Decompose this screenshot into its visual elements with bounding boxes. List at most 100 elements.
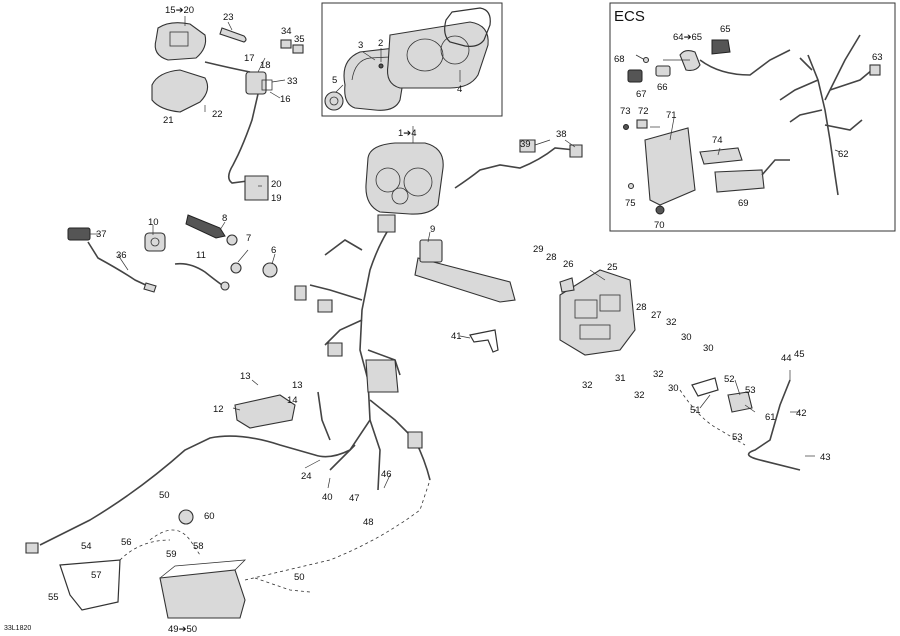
- ecs-nut-70: [655, 205, 665, 215]
- battery-terminal: [178, 509, 194, 525]
- callout-16: 16: [280, 94, 291, 105]
- callout-50b: 50: [294, 572, 305, 583]
- ecs-clip-72: [636, 119, 648, 129]
- switch-cover: [151, 69, 209, 113]
- cluster-inset-box: [321, 2, 503, 117]
- callout-24: 24: [301, 471, 312, 482]
- callout-11: 11: [196, 250, 206, 261]
- ecs-clip-67: [627, 69, 643, 83]
- callout-45: 45: [794, 349, 805, 360]
- callout-40: 40: [322, 492, 333, 503]
- callout-61: 61: [765, 412, 776, 423]
- callout-60: 60: [204, 511, 215, 522]
- callout-37: 37: [96, 229, 107, 240]
- cluster-lens-frame: [386, 21, 489, 89]
- callout-34: 34: [281, 26, 292, 37]
- callout-69: 69: [738, 198, 749, 209]
- thumb-heater-harness: [204, 61, 269, 201]
- callout-72: 72: [638, 106, 649, 117]
- callout-28a: 28: [546, 252, 557, 263]
- callout-32c: 32: [582, 380, 593, 391]
- grip-tube: [219, 27, 247, 43]
- speed-sensor: [262, 262, 278, 278]
- callout-30a: 30: [681, 332, 692, 343]
- ecs-bolt-75: [627, 182, 635, 190]
- callout-23: 23: [223, 12, 234, 23]
- callout-49-50: 49➔50: [168, 624, 197, 635]
- callout-42: 42: [796, 408, 807, 419]
- ignition-key: [144, 232, 166, 252]
- callout-13a: 13: [240, 371, 251, 382]
- battery: [159, 559, 247, 619]
- callout-66: 66: [657, 82, 668, 93]
- relay-rail: [414, 239, 516, 303]
- callout-75: 75: [625, 198, 636, 209]
- callout-31: 31: [615, 373, 626, 384]
- callout-12: 12: [213, 404, 224, 415]
- ecs-inset-box: [609, 2, 896, 232]
- rocker-switch: [67, 227, 91, 241]
- callout-41: 41: [451, 331, 462, 342]
- throttle-cable: [747, 379, 801, 471]
- callout-15-20: 15➔20: [165, 5, 194, 16]
- ecs-bolt-68: [635, 54, 650, 64]
- callout-32b: 32: [653, 369, 664, 380]
- callout-33: 33: [287, 76, 298, 87]
- instrument-cluster: [365, 142, 444, 215]
- ecs-connector-64: [679, 49, 701, 71]
- battery-bracket: [59, 559, 121, 611]
- ecs-title: ECS: [614, 8, 645, 25]
- callout-59: 59: [166, 549, 177, 560]
- callout-27: 27: [651, 310, 662, 321]
- callout-30b: 30: [703, 343, 714, 354]
- callout-8: 8: [222, 213, 227, 224]
- cluster-bezel: [444, 7, 491, 47]
- starter-cable: [679, 389, 746, 446]
- callout-56: 56: [121, 537, 132, 548]
- callout-32d: 32: [634, 390, 645, 401]
- ecu-module: [234, 394, 296, 429]
- throttle-housing: [245, 71, 273, 95]
- tether-cable: [469, 329, 499, 353]
- temp-sensor: [185, 214, 238, 246]
- callout-35: 35: [294, 34, 305, 45]
- callout-4: 4: [457, 84, 462, 95]
- ecs-clip-66: [655, 65, 671, 77]
- callout-53b: 53: [732, 432, 743, 443]
- callout-3: 3: [358, 40, 363, 51]
- callout-52: 52: [724, 374, 735, 385]
- grommet: [230, 262, 242, 274]
- callout-36: 36: [116, 250, 127, 261]
- callout-44: 44: [781, 353, 792, 364]
- callout-20: 20: [271, 179, 282, 190]
- callout-46: 46: [381, 469, 392, 480]
- callout-73: 73: [620, 106, 631, 117]
- callout-13b: 13: [292, 380, 303, 391]
- main-wiring-harness: [25, 214, 431, 554]
- reference-code: 33L1820: [4, 625, 31, 632]
- callout-30c: 30: [668, 383, 679, 394]
- speedometer-harness: [454, 139, 583, 189]
- callout-9: 9: [430, 224, 435, 235]
- callout-47: 47: [349, 493, 360, 504]
- callout-74: 74: [712, 135, 723, 146]
- callout-38: 38: [556, 129, 567, 140]
- ecs-bracket-71: [644, 127, 696, 206]
- callout-57: 57: [91, 570, 102, 581]
- callout-14: 14: [287, 395, 298, 406]
- fuse-small: [559, 277, 575, 293]
- callout-50a: 50: [159, 490, 170, 501]
- fuse-blocks: [280, 39, 304, 54]
- callout-53a: 53: [745, 385, 756, 396]
- callout-18: 18: [260, 60, 271, 71]
- callout-25: 25: [607, 262, 618, 273]
- switch-wires: [87, 241, 157, 293]
- callout-62: 62: [838, 149, 849, 160]
- battery-cable-dashed: [119, 479, 431, 593]
- callout-48: 48: [363, 517, 374, 528]
- callout-26: 26: [563, 259, 574, 270]
- callout-5: 5: [332, 75, 337, 86]
- handlebar-switch: [154, 22, 207, 61]
- callout-28b: 28: [636, 302, 647, 313]
